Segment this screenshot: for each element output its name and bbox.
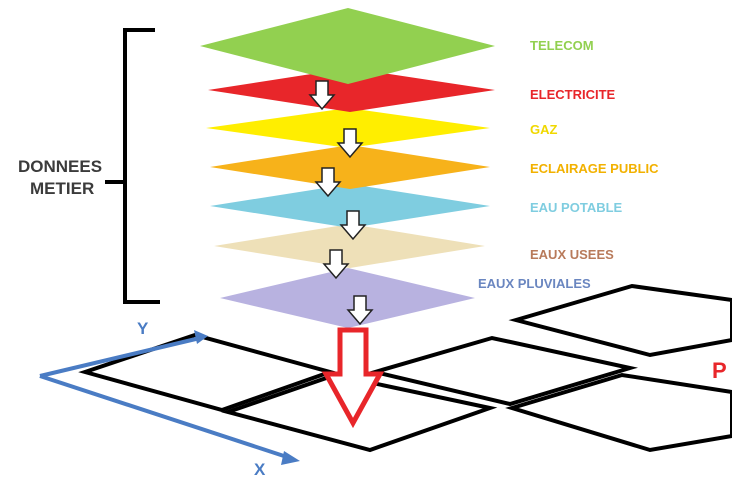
layers-stack <box>200 8 495 328</box>
layer-label: EAUX USEES <box>530 247 614 262</box>
down-arrow-icon <box>322 249 350 280</box>
grid-tile <box>78 332 337 413</box>
x-axis-label: X <box>254 460 266 479</box>
grid-tile <box>221 372 498 453</box>
y-axis-line <box>39 336 201 378</box>
layer-eau-potable <box>210 184 490 228</box>
down-arrow-icon <box>336 128 364 159</box>
layer-eaux-usees <box>214 224 485 268</box>
layer-label: EAUX PLUVIALES <box>478 276 591 291</box>
layer-label: ECLAIRAGE PUBLIC <box>530 161 659 176</box>
x-axis-arrowhead <box>281 451 300 465</box>
layer-labels: TELECOM ELECTRICITE GAZ ECLAIRAGE PUBLIC EAU… <box>478 38 659 291</box>
layer-telecom <box>200 8 495 84</box>
down-arrow-icon <box>339 210 367 241</box>
bracket-label-line1: DONNEES <box>18 157 102 176</box>
white-arrows <box>308 80 374 326</box>
layer-label: GAZ <box>530 122 558 137</box>
grid-tile <box>367 335 638 407</box>
layer-eclairage-public <box>210 145 490 189</box>
axes <box>39 336 291 460</box>
layer-label: TELECOM <box>530 38 594 53</box>
layer-electricite <box>208 68 495 112</box>
down-arrow-icon <box>346 295 374 326</box>
bracket-label-line2: METIER <box>30 179 94 198</box>
layer-gaz <box>206 108 490 148</box>
red-down-arrow <box>321 327 385 429</box>
x-axis-line <box>39 374 291 460</box>
grid-tile <box>508 283 732 358</box>
layer-label: ELECTRICITE <box>530 87 616 102</box>
y-axis-label: Y <box>137 319 149 338</box>
grid-tile <box>505 372 732 453</box>
cropped-letter: P <box>712 358 727 383</box>
down-arrow-icon <box>308 80 336 111</box>
bracket <box>105 28 160 304</box>
layer-label: EAU POTABLE <box>530 200 623 215</box>
layer-eaux-pluviales <box>220 268 475 328</box>
y-axis-arrowhead <box>194 330 208 344</box>
down-arrow-icon <box>314 167 342 198</box>
